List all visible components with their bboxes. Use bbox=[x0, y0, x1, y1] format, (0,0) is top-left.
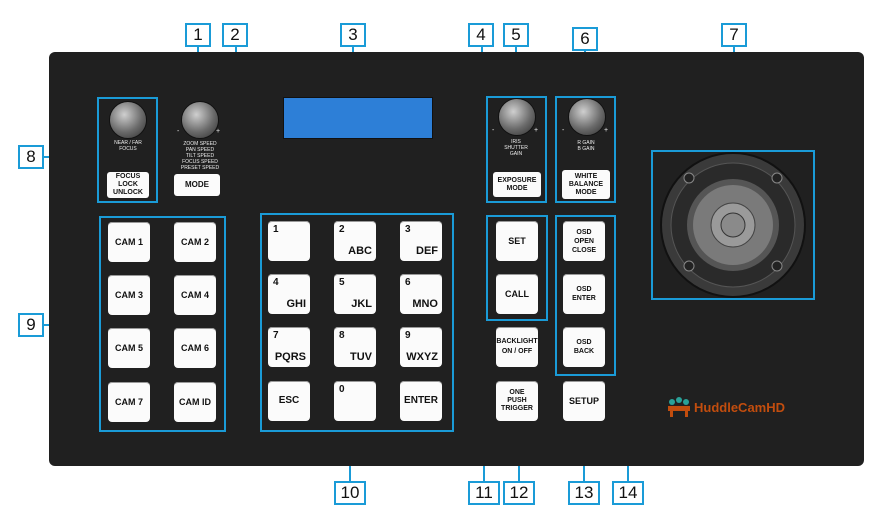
osd-enter-button[interactable]: OSD ENTER bbox=[563, 274, 605, 314]
keypad-key-1[interactable]: 1 bbox=[268, 221, 310, 261]
callout-6: 6 bbox=[572, 27, 598, 51]
key-letters: ABC bbox=[348, 245, 372, 257]
callout-14: 14 bbox=[612, 481, 644, 505]
focus-knob[interactable] bbox=[109, 101, 147, 139]
speed-plus: + bbox=[216, 128, 221, 135]
key-number: 5 bbox=[339, 277, 345, 288]
key-number: 1 bbox=[273, 224, 279, 235]
key-letters: ENTER bbox=[404, 395, 438, 406]
huddlecam-logo-icon bbox=[668, 397, 690, 417]
focus-lock-button[interactable]: FOCUS LOCK UNLOCK bbox=[107, 172, 149, 198]
cam-1-button[interactable]: CAM 1 bbox=[108, 222, 150, 262]
iris-minus: - bbox=[492, 127, 495, 134]
key-number: 9 bbox=[405, 330, 411, 341]
key-letters: ESC bbox=[278, 395, 300, 406]
joystick-group-frame bbox=[651, 150, 815, 300]
key-number: 4 bbox=[273, 277, 279, 288]
iris-plus: + bbox=[534, 127, 539, 134]
speed-knob[interactable] bbox=[181, 101, 219, 139]
osd-back-button[interactable]: OSD BACK bbox=[563, 327, 605, 367]
gain-knob[interactable] bbox=[568, 98, 606, 136]
key-letters: DEF bbox=[416, 245, 438, 257]
cam-4-button[interactable]: CAM 4 bbox=[174, 275, 216, 315]
gain-knob-label: R GAIN B GAIN bbox=[577, 140, 595, 152]
key-letters: GHI bbox=[286, 298, 306, 310]
callout-2: 2 bbox=[222, 23, 248, 47]
key-number: 3 bbox=[405, 224, 411, 235]
keypad-key-esc[interactable]: ESC bbox=[268, 381, 310, 421]
gain-minus: - bbox=[562, 127, 565, 134]
key-number: 2 bbox=[339, 224, 345, 235]
callout-9: 9 bbox=[18, 313, 44, 337]
keypad-group-frame bbox=[260, 213, 454, 432]
key-number: 6 bbox=[405, 277, 411, 288]
exposure-group-frame bbox=[486, 96, 547, 203]
brand-logo: HuddleCamHD bbox=[694, 400, 786, 415]
focus-knob-label: NEAR / FAR FOCUS bbox=[114, 140, 142, 152]
osd-open-close-button[interactable]: OSD OPEN CLOSE bbox=[563, 221, 605, 261]
gain-plus: + bbox=[604, 127, 609, 134]
cam-3-button[interactable]: CAM 3 bbox=[108, 275, 150, 315]
call-button[interactable]: CALL bbox=[496, 274, 538, 314]
callout-5: 5 bbox=[503, 23, 529, 47]
cam-6-button[interactable]: CAM 6 bbox=[174, 328, 216, 368]
focus-group-frame bbox=[97, 97, 158, 203]
iris-knob-label: IRIS SHUTTER GAIN bbox=[504, 139, 528, 157]
cam-group-frame bbox=[99, 216, 226, 432]
speed-knob-label: ZOOM SPEED PAN SPEED TILT SPEED FOCUS SP… bbox=[180, 141, 220, 171]
callout-12: 12 bbox=[503, 481, 535, 505]
callout-8: 8 bbox=[18, 145, 44, 169]
key-letters: JKL bbox=[351, 298, 372, 310]
cam-7-button[interactable]: CAM 7 bbox=[108, 382, 150, 422]
key-letters: TUV bbox=[350, 351, 372, 363]
preset-group-frame bbox=[486, 215, 548, 321]
white-balance-button[interactable]: WHITE BALANCE MODE bbox=[562, 170, 610, 199]
white-balance-group-frame bbox=[555, 96, 616, 203]
key-letters: PQRS bbox=[274, 351, 306, 363]
joystick[interactable] bbox=[651, 150, 815, 300]
cam-id-button[interactable]: CAM ID bbox=[174, 382, 216, 422]
osd-group-frame bbox=[555, 215, 616, 376]
keypad-key-enter[interactable]: ENTER bbox=[400, 381, 442, 421]
callout-7: 7 bbox=[721, 23, 747, 47]
callout-4: 4 bbox=[468, 23, 494, 47]
key-letters: WXYZ bbox=[406, 351, 438, 363]
one-push-trigger-button[interactable]: ONE PUSH TRIGGER bbox=[496, 381, 538, 421]
callout-13: 13 bbox=[568, 481, 600, 505]
callout-11: 11 bbox=[468, 481, 500, 505]
backlight-button[interactable]: BACKLIGHT ON / OFF bbox=[496, 327, 538, 367]
callout-3: 3 bbox=[340, 23, 366, 47]
key-number: 7 bbox=[273, 330, 279, 341]
keypad-key-0[interactable]: 0 bbox=[334, 381, 376, 421]
callout-1: 1 bbox=[185, 23, 211, 47]
mode-button[interactable]: MODE bbox=[174, 174, 220, 196]
callout-10: 10 bbox=[334, 481, 366, 505]
exposure-mode-button[interactable]: EXPOSURE MODE bbox=[493, 172, 541, 197]
speed-minus: - bbox=[177, 128, 180, 135]
key-letters: MNO bbox=[412, 298, 438, 310]
lcd-display bbox=[283, 97, 433, 139]
key-number: 8 bbox=[339, 330, 345, 341]
key-number: 0 bbox=[339, 384, 345, 395]
iris-knob[interactable] bbox=[498, 98, 536, 136]
set-button[interactable]: SET bbox=[496, 221, 538, 261]
cam-5-button[interactable]: CAM 5 bbox=[108, 328, 150, 368]
setup-button[interactable]: SETUP bbox=[563, 381, 605, 421]
cam-2-button[interactable]: CAM 2 bbox=[174, 222, 216, 262]
